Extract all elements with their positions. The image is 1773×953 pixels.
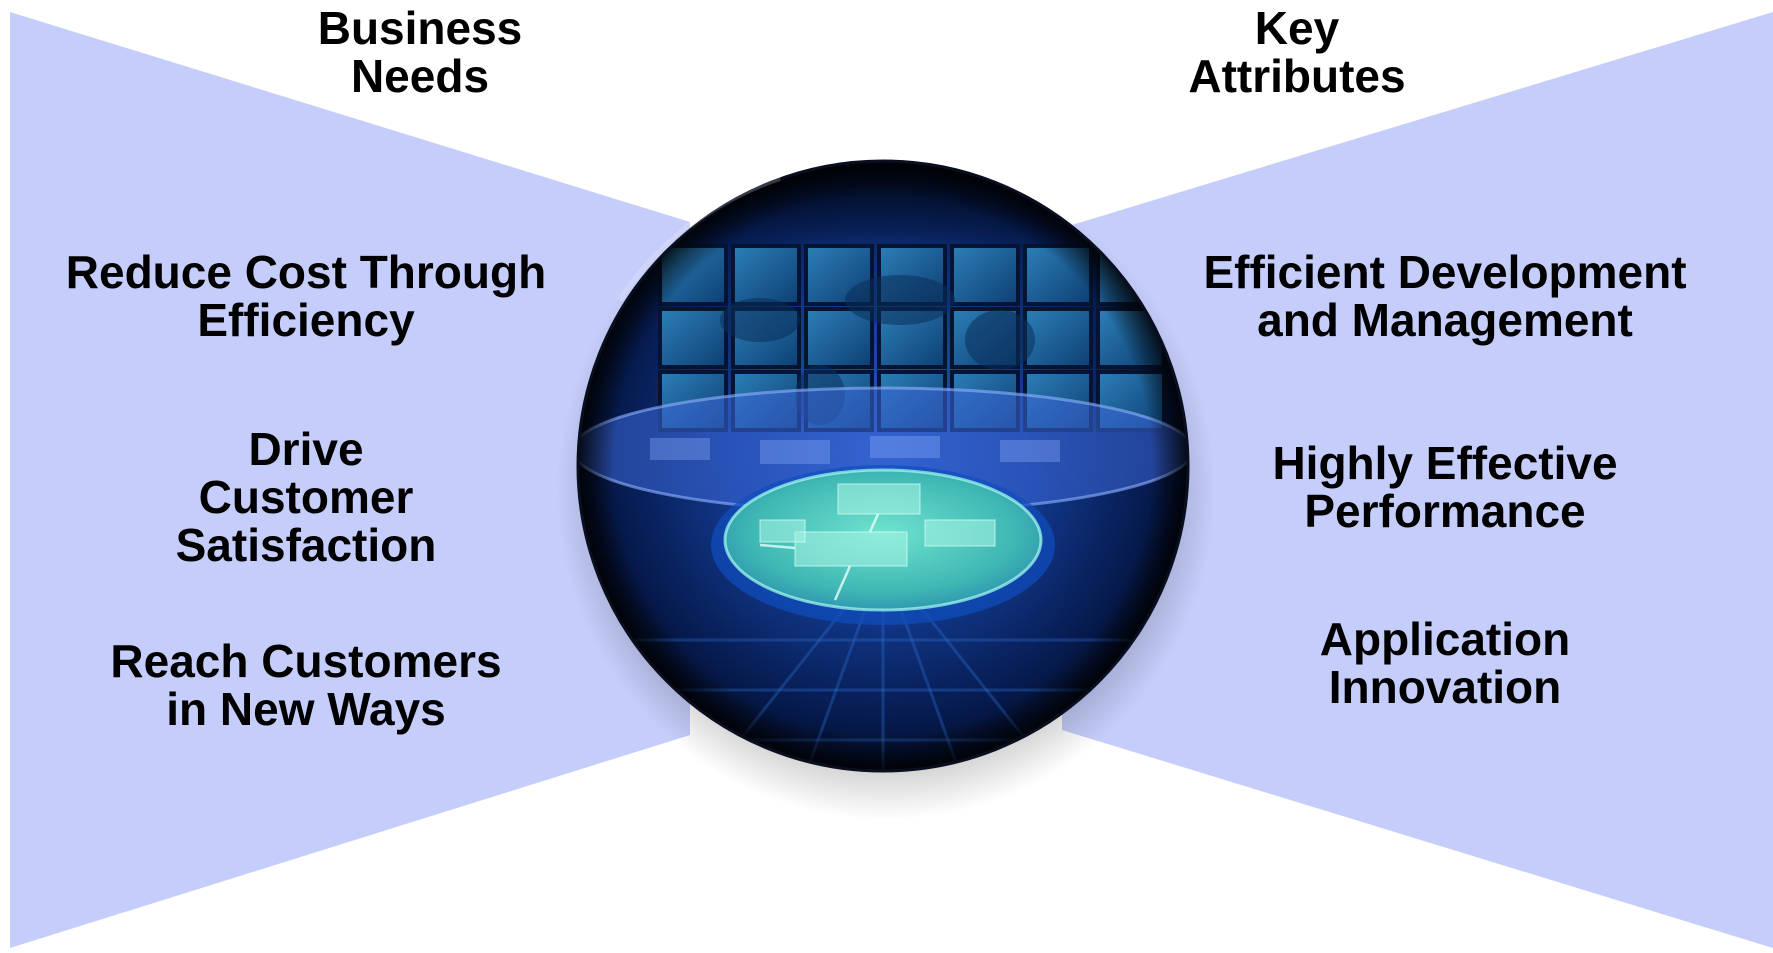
key-attribute-effective-performance: Highly Effective Performance [1272,437,1618,537]
right-wing [1062,12,1773,948]
key-attribute-efficient-development: Efficient Development and Management [1203,246,1687,346]
key-attribute-application-innovation: Application Innovation [1319,613,1571,713]
business-needs-heading: Business Needs [317,2,523,102]
business-need-reach-customers: Reach Customers in New Ways [110,635,502,735]
key-attributes-heading: Key Attributes [1188,2,1406,102]
business-need-customer-satisfaction: Drive Customer Satisfaction [175,423,437,571]
business-need-reduce-cost: Reduce Cost Through Efficiency [65,246,547,346]
left-wing [10,12,690,948]
